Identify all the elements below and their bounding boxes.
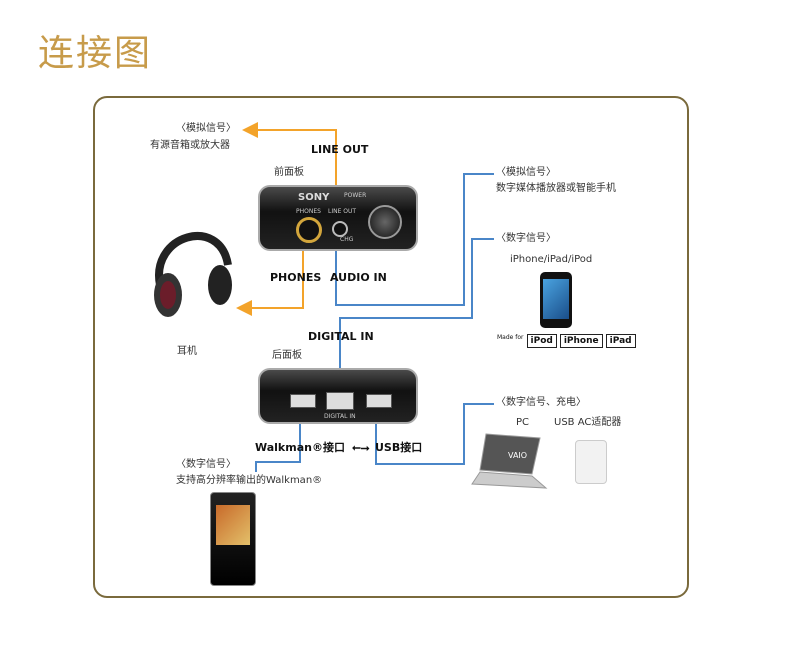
- usb-symbol: ⭠⭢: [352, 441, 370, 454]
- adapter-caption: USB AC适配器: [554, 417, 622, 428]
- usb-wire: [375, 403, 494, 465]
- walkman-tag: 〈数字信号〉: [176, 459, 236, 470]
- volume-knob-icon: [368, 205, 402, 239]
- digital-in-port-icon: [326, 392, 354, 410]
- chg-label: CHG: [340, 236, 354, 243]
- walkman-wire: [255, 420, 301, 472]
- headphones-icon: [154, 232, 232, 317]
- phones-small-label: PHONES: [296, 208, 321, 215]
- made-for-label: Made for: [497, 334, 524, 348]
- headphones-caption: 耳机: [177, 346, 197, 357]
- power-label: POWER: [344, 192, 367, 199]
- pc-logo: VAIO: [508, 451, 527, 460]
- digital-in-tag: 〈数字信号〉: [496, 233, 556, 244]
- audio-in-wire: [335, 173, 494, 306]
- pc-caption: PC: [516, 417, 530, 428]
- laptop-icon: VAIO: [471, 433, 548, 489]
- walkman-port-label: Walkman®接口: [255, 441, 345, 454]
- digital-in-label: DIGITAL IN: [308, 330, 374, 343]
- line-out-small-label: LINE OUT: [328, 208, 357, 215]
- analog-out-tag: 〈模拟信号〉: [176, 123, 236, 134]
- rear-panel-device: DIGITAL IN: [258, 368, 418, 424]
- walkman-port-icon: [290, 394, 316, 408]
- line-out-wire: [242, 122, 337, 190]
- line-jack-icon: [332, 221, 348, 237]
- iphone-icon: [540, 272, 572, 328]
- walkman-icon: [210, 492, 256, 586]
- audio-in-label: AUDIO IN: [330, 271, 387, 284]
- digital-in-small-label: DIGITAL IN: [324, 413, 356, 420]
- line-out-label: LINE OUT: [311, 143, 369, 156]
- brand-logo: SONY: [298, 192, 330, 203]
- rear-panel-title: 后面板: [272, 350, 302, 361]
- analog-in-tag: 〈模拟信号〉: [496, 167, 556, 178]
- page-title: 连接图: [38, 33, 153, 74]
- iphone-badge: iPhone: [559, 334, 603, 348]
- phones-label: PHONES: [270, 271, 322, 284]
- usb-port-icon: [366, 394, 392, 408]
- analog-out-desc: 有源音箱或放大器: [150, 140, 230, 151]
- usb-port-label: USB接口: [375, 441, 423, 454]
- front-panel-device: SONY POWER PHONES LINE OUT CHG: [258, 185, 418, 251]
- phones-wire: [236, 240, 304, 316]
- ipod-badge: iPod: [526, 334, 557, 348]
- ipad-badge: iPad: [605, 334, 636, 348]
- usb-ac-adapter-icon: [575, 440, 607, 484]
- phones-jack-icon: [296, 217, 322, 243]
- usb-tag: 〈数字信号、充电〉: [496, 397, 586, 408]
- walkman-desc: 支持高分辨率输出的Walkman®: [176, 475, 323, 486]
- front-panel-title: 前面板: [274, 167, 304, 178]
- analog-in-desc: 数字媒体播放器或智能手机: [496, 183, 616, 194]
- digital-in-wire: [339, 238, 494, 345]
- iphone-caption: iPhone/iPad/iPod: [510, 254, 593, 265]
- made-for-badges: Made for iPod iPhone iPad: [497, 334, 636, 348]
